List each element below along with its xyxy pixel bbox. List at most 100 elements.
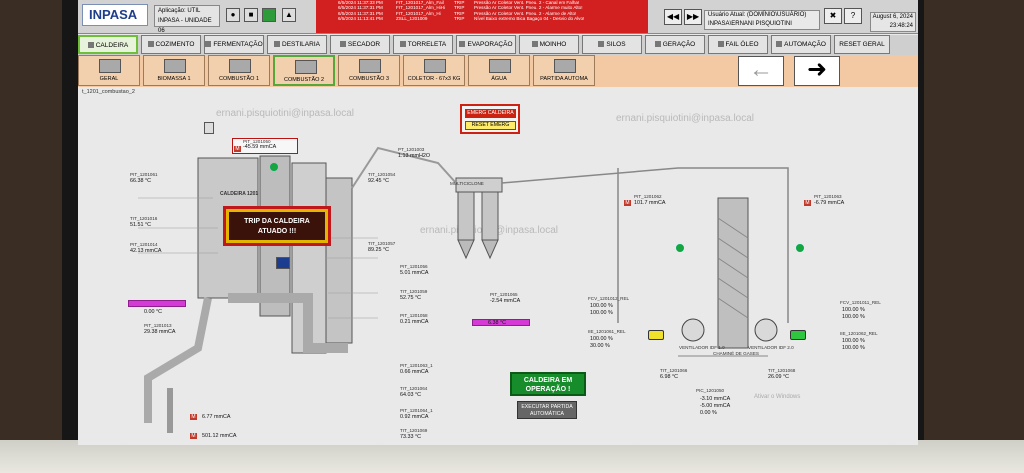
forward-icon[interactable]: ▶▶ — [684, 9, 702, 25]
tab-torreleta[interactable]: TORRELETA — [393, 35, 453, 54]
mill-icon — [531, 41, 538, 48]
instrument-value[interactable]: 1.13 mmH2O — [398, 153, 431, 159]
reset-emergency-button[interactable]: RESET EMERG — [465, 121, 516, 130]
alarm-badge: M — [624, 200, 631, 206]
instrument-tag: TIT_1201068 — [768, 368, 796, 373]
instrument-value[interactable]: 66.38 °C — [130, 178, 152, 184]
flue-duct — [228, 293, 348, 353]
tab-geracao[interactable]: GERAÇÃO — [645, 35, 705, 54]
instrument-value[interactable]: 52.75 °C — [400, 295, 422, 301]
brazil-flag-icon[interactable] — [262, 8, 276, 22]
tab-moinho[interactable]: MOINHO — [519, 35, 579, 54]
temperature-highlight[interactable] — [128, 300, 186, 307]
tab-automacao[interactable]: AUTOMAÇÃO — [771, 35, 831, 54]
subtab-combustao-2[interactable]: COMBUSTÃO 2 — [273, 55, 335, 86]
tab-destilaria[interactable]: DESTILARIA — [267, 35, 327, 54]
combustion-icon — [295, 60, 317, 74]
instrument-value[interactable]: 42.13 mmCA — [130, 248, 162, 254]
trip-button-icon[interactable] — [276, 257, 290, 269]
instrument-value[interactable]: 5.01 mmCA — [400, 270, 429, 276]
instrument-tag: PIT_1201063 — [814, 194, 842, 199]
help-icon[interactable]: ? — [844, 8, 862, 24]
instrument-value[interactable]: 26.09 °C — [768, 374, 790, 380]
reset-geral-button[interactable]: RESET GERAL — [834, 35, 890, 54]
instrument-value[interactable]: 0.92 mmCA — [400, 414, 429, 420]
instrument-value[interactable]: 6.38 °C — [488, 320, 507, 326]
controller-value[interactable]: 100.00 % — [590, 303, 613, 309]
subtab-combustao-1[interactable]: COMBUSTÃO 1 — [208, 55, 270, 86]
column-icon — [274, 41, 281, 48]
controller-value[interactable]: 100.00 % — [590, 310, 613, 316]
subtab-agua[interactable]: ÁGUA — [468, 55, 530, 86]
logout-icon[interactable]: ✖ — [824, 8, 842, 24]
subtab-combustao-3[interactable]: COMBUSTÃO 3 — [338, 55, 400, 86]
instrument-value[interactable]: 92.45 °C — [368, 178, 390, 184]
multicyclone-label: MULTICICLONE — [450, 181, 484, 186]
controller-value[interactable]: 30.00 % — [590, 343, 610, 349]
instrument-value[interactable]: 6.77 mmCA — [202, 414, 231, 420]
boiler-trip-alarm[interactable]: TRIP DA CALDEIRA ATUADO !!! — [223, 206, 331, 246]
tab-caldeira[interactable]: CALDEIRA — [78, 35, 138, 54]
alarm-message: Pressão Ar Coletor Vent. Pneu. 2 - Alarm… — [474, 5, 583, 11]
tab-fermentacao[interactable]: FERMENTAÇÃO — [204, 35, 264, 54]
instrument-value[interactable]: 29.38 mmCA — [144, 329, 176, 335]
temperature-highlight[interactable] — [472, 319, 530, 326]
instrument-value[interactable]: 64.03 °C — [400, 392, 422, 398]
controller-value[interactable]: 100.00 % — [590, 336, 613, 342]
scada-screen: INPASA Aplicação: UTIL INPASA - UNIDADE … — [78, 0, 918, 445]
tab-fail-oleo[interactable]: FAIL ÓLEO — [708, 35, 768, 54]
controller-value[interactable]: 100.00 % — [842, 345, 865, 351]
instrument-value[interactable]: -6.79 mmCA — [814, 200, 845, 206]
controller-value[interactable]: 0.00 % — [700, 410, 717, 416]
overview-icon — [99, 59, 121, 73]
silo-icon — [598, 41, 605, 48]
pressure-alarm-box[interactable]: PIT_1201050 -45.59 mmCA — [232, 138, 298, 154]
instrument-value[interactable]: 0.00 °C — [144, 309, 163, 315]
lock-icon[interactable]: ● — [226, 8, 240, 22]
motor-right[interactable] — [790, 330, 806, 340]
bell-icon[interactable] — [204, 122, 214, 134]
subtab-biomassa-1[interactable]: BIOMASSA 1 — [143, 55, 205, 86]
instrument-value[interactable]: 73.33 °C — [400, 434, 422, 440]
tab-silos[interactable]: SILOS — [582, 35, 642, 54]
next-page-arrow-icon[interactable]: ➜ — [794, 56, 840, 86]
tab-cozimento[interactable]: COZIMENTO — [141, 35, 201, 54]
instrument-value[interactable]: 101.7 mmCA — [634, 200, 666, 206]
user-watermark: ernani.pisquiotini@inpasa.local — [616, 113, 755, 124]
instrument-tag: PIT_1201014 — [130, 242, 158, 247]
instrument-value[interactable]: 89.25 °C — [368, 247, 390, 253]
subtab-partida-automatica[interactable]: PARTIDA AUTOMA — [533, 55, 595, 86]
controller-value[interactable]: -3.10 mmCA — [700, 396, 731, 402]
disk-icon[interactable]: ■ — [244, 8, 258, 22]
tab-evaporacao[interactable]: EVAPORAÇÃO — [456, 35, 516, 54]
controller-value[interactable]: 100.00 % — [842, 314, 865, 320]
subtab-coletor[interactable]: COLETOR - 67x3 KG — [403, 55, 465, 86]
user-label: Usuário Atual: (DOMÍNIO\USUÁRIO) — [708, 12, 807, 18]
instrument-value[interactable]: 501.12 mmCA — [202, 433, 237, 439]
controller-value[interactable]: -5.00 mmCA — [700, 403, 731, 409]
bell-icon[interactable]: ▲ — [282, 8, 296, 22]
instrument-value[interactable]: -2.54 mmCA — [490, 298, 521, 304]
process-diagram — [138, 146, 789, 433]
tab-secador[interactable]: SECADOR — [330, 35, 390, 54]
alarm-time: 6/5/2024 11:13:41 PM — [338, 16, 383, 22]
instrument-value[interactable]: 51.51 °C — [130, 222, 152, 228]
instrument-value[interactable]: 6.98 °C — [660, 374, 679, 380]
motor-left[interactable] — [648, 330, 664, 340]
gas-line — [351, 146, 457, 189]
rewind-icon[interactable]: ◀◀ — [664, 9, 682, 25]
instrument-value[interactable]: 0.21 mmCA — [400, 319, 429, 325]
previous-page-arrow-icon[interactable]: ← — [738, 56, 784, 86]
instrument-tag: PIT_1201061 — [130, 172, 158, 177]
controller-value[interactable]: 100.00 % — [842, 338, 865, 344]
auto-start-button[interactable]: EXECUTAR PARTIDA AUTOMÁTICA — [517, 401, 577, 419]
instrument-value[interactable]: 0.66 mmCA — [400, 369, 429, 375]
subtab-geral[interactable]: GERAL — [78, 55, 140, 86]
biomass-icon — [164, 59, 186, 73]
controller-value[interactable]: 100.00 % — [842, 307, 865, 313]
